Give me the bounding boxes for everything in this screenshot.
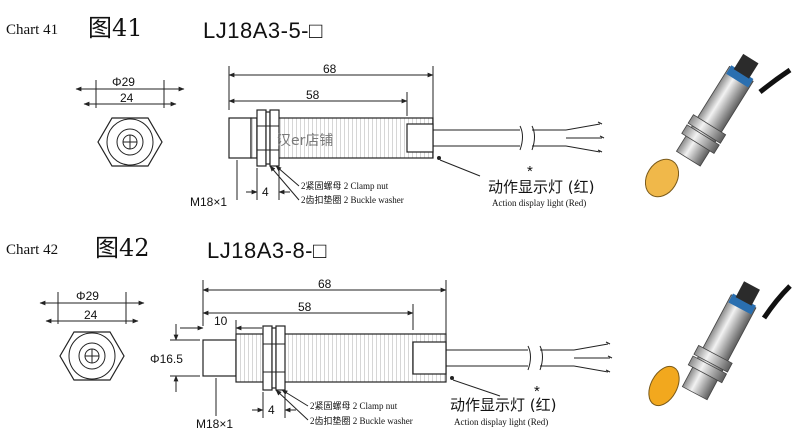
chart-42-thread-label: M18×1 [196, 417, 233, 431]
chart-41-end-view: Φ29 24 [75, 75, 185, 167]
chart-42-end-view: Φ29 24 [39, 289, 145, 381]
chart-41-nut-width: 4 [262, 185, 269, 199]
chart-41-section: Chart 41 图41 LJ18A3-5-□ Φ29 24 68 58 [6, 14, 792, 209]
chart-42-total-length: 68 [318, 277, 332, 291]
chart-42-head-dia: Φ16.5 [150, 352, 183, 366]
chart-41-cn-label: 图41 [88, 14, 143, 42]
chart-42-sensor-tip [648, 365, 680, 407]
chart-42-nut-1 [262, 325, 273, 391]
chart-41-product-photo [644, 53, 792, 198]
chart-41-nut-1 [256, 109, 267, 167]
chart-42-buckle-washer: 2齿扣垫圈 2 Buckle washer [310, 415, 413, 426]
chart-41-label: Chart 41 [6, 22, 58, 38]
chart-41-total-length: 68 [323, 62, 337, 76]
chart-42-cn-label: 图42 [95, 234, 150, 262]
chart-42-inner-dia: 24 [84, 308, 98, 322]
chart-41-side-view: 68 58 汉er店铺 M18×1 [190, 62, 605, 209]
chart-42-face [202, 339, 237, 377]
chart-41-star: * [527, 163, 533, 180]
chart-41-inner-dia: 24 [120, 91, 134, 105]
chart-42-model-title: LJ18A3-8-□ [207, 238, 327, 263]
chart-41-indicator-en: Action display light (Red) [492, 198, 586, 208]
chart-42-star: * [534, 383, 540, 400]
chart-41-threaded-body [250, 117, 434, 159]
chart-42-section: Chart 42 图42 LJ18A3-8-□ Φ29 24 68 58 [6, 234, 792, 431]
chart-42-side-view: 68 58 10 Φ16.5 [150, 277, 613, 431]
chart-41-watermark: 汉er店铺 [277, 133, 333, 149]
chart-42-label: Chart 42 [6, 242, 58, 258]
chart-41-body-length: 58 [306, 88, 320, 102]
chart-42-indicator-cn: 动作显示灯 (红) [450, 396, 556, 414]
chart-41-model-title: LJ18A3-5-□ [203, 18, 323, 43]
chart-41-indicator-cn: 动作显示灯 (红) [488, 178, 594, 196]
chart-42-indicator-en: Action display light (Red) [454, 417, 548, 427]
chart-42-clamp-nut: 2紧固螺母 2 Clamp nut [310, 401, 398, 411]
chart-42-body-length: 58 [298, 300, 312, 314]
chart-42-nut-2 [275, 325, 286, 391]
chart-42-head-length: 10 [214, 314, 228, 328]
chart-41-face [228, 117, 252, 159]
chart-42-product-photo [648, 281, 792, 407]
chart-41-sensor-tip [644, 158, 680, 198]
chart-41-buckle-washer: 2齿扣垫圈 2 Buckle washer [301, 194, 404, 205]
chart-41-clamp-nut: 2紧固螺母 2 Clamp nut [301, 181, 389, 191]
chart-42-nut-width: 4 [268, 403, 275, 417]
chart-42-outer-dia: Φ29 [76, 289, 99, 303]
chart-41-thread-label: M18×1 [190, 195, 227, 209]
chart-41-outer-dia: Φ29 [112, 75, 135, 89]
